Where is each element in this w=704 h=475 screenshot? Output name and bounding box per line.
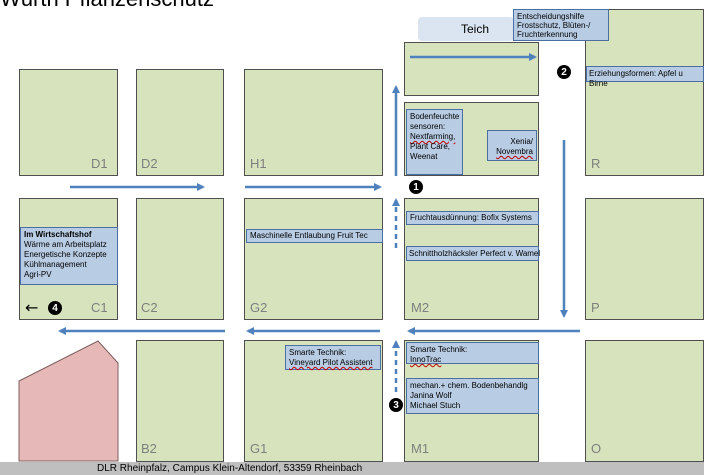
field-p[interactable]	[585, 198, 704, 320]
info-smarte-vineyard-line1: Smarte Technik:	[289, 348, 347, 357]
info-bodenfeuchte[interactable]: Bodenfeuchte sensoren: Nextfarming, Plan…	[406, 109, 463, 175]
info-bodenbehandlung[interactable]: mechan.+ chem. Bodenbehandlg Janina Wolf…	[406, 378, 539, 414]
info-smarte-innotrac-line1: Smarte Technik:	[410, 345, 468, 354]
field-label-p: P	[591, 300, 600, 315]
info-smarte-technik-innotrac[interactable]: Smarte Technik: InnoTrac	[406, 342, 539, 364]
info-smarte-vineyard-line2: Vineyard Pilot Assistent	[289, 358, 373, 367]
field-d2[interactable]	[136, 69, 224, 176]
field-label-r: R	[591, 156, 601, 171]
info-bodenbehandlung-line3: Michael Stuch	[410, 401, 461, 410]
info-bodenfeuchte-line3: Nextfarming,	[410, 132, 456, 141]
field-b2[interactable]	[136, 340, 224, 462]
field-label-m2: M2	[411, 300, 430, 315]
field-label-h1: H1	[250, 156, 267, 171]
info-bodenfeuchte-line1: Bodenfeuchte	[410, 112, 460, 121]
info-wirtschaftshof-line3: Energetische Konzepte	[24, 250, 107, 259]
info-smarte-innotrac-line2: InnoTrac	[410, 355, 442, 364]
info-wirtschaftshof-line2: Wärme am Arbeitsplatz	[24, 240, 107, 249]
info-smarte-technik-vineyard[interactable]: Smarte Technik: Vineyard Pilot Assistent	[285, 345, 381, 370]
field-label-g2: G2	[250, 300, 268, 315]
info-wirtschaftshof-line4: Kühlmanagement	[24, 260, 87, 269]
page-title: Würth Pflanzenschutz	[0, 0, 214, 12]
building-house	[18, 340, 119, 462]
info-schnittholzhaecksler[interactable]: Schnittholzhäcksler Perfect v. Wamel	[406, 246, 540, 261]
field-label-g1: G1	[250, 441, 268, 456]
info-fruchtausduennung[interactable]: Fruchtausdünnung: Bofix Systems	[406, 211, 539, 225]
field-label-b2: B2	[141, 441, 157, 456]
field-d1[interactable]	[19, 69, 118, 176]
station-marker-4[interactable]: 4	[48, 301, 62, 315]
info-xenia[interactable]: Xenia/ Novembra	[487, 130, 537, 161]
station-marker-2[interactable]: 2	[557, 65, 571, 79]
info-wirtschaftshof-line1: Im Wirtschaftshof	[24, 230, 92, 239]
exit-arrow-icon: ←	[25, 298, 39, 317]
info-entscheidungshilfe-line1: Entscheidungshilfe	[517, 12, 585, 21]
info-erziehungsformen[interactable]: Erziehungsformen: Apfel u Birne	[586, 66, 704, 88]
station-marker-1[interactable]: 1	[409, 180, 423, 194]
teich-label: Teich	[418, 17, 514, 41]
field-o[interactable]	[585, 340, 704, 462]
info-xenia-line1: Xenia/	[510, 137, 533, 146]
info-entscheidungshilfe[interactable]: Entscheidungshilfe Frostschutz, Blüten-/…	[513, 9, 609, 41]
info-entscheidungshilfe-line3: Fruchterkennung	[517, 30, 578, 39]
station-marker-3[interactable]: 3	[389, 398, 403, 412]
info-bodenbehandlung-line2: Janina Wolf	[410, 391, 452, 400]
info-bodenfeuchte-line4: Plant Care,	[410, 142, 451, 151]
info-maschinelle-entlaubung[interactable]: Maschinelle Entlaubung Fruit Tec	[246, 229, 383, 243]
field-c2[interactable]	[136, 198, 224, 320]
info-xenia-line2: Novembra	[496, 147, 533, 156]
field-label-o: O	[591, 441, 602, 456]
field-label-m1: M1	[411, 441, 430, 456]
field-label-d1: D1	[91, 156, 108, 171]
info-entscheidungshilfe-line2: Frostschutz, Blüten-/	[517, 21, 591, 30]
field-label-c1: C1	[91, 300, 108, 315]
info-wirtschaftshof[interactable]: Im Wirtschaftshof Wärme am Arbeitsplatz …	[20, 227, 118, 285]
field-g2[interactable]	[244, 198, 383, 320]
info-bodenbehandlung-line1: mechan.+ chem. Bodenbehandlg	[410, 381, 528, 390]
info-wirtschaftshof-line5: Agri-PV	[24, 270, 52, 279]
field-h1[interactable]	[244, 69, 383, 176]
info-bodenfeuchte-line2: sensoren:	[410, 122, 446, 131]
footer-address: DLR Rheinpfalz, Campus Klein-Altendorf, …	[0, 462, 704, 475]
info-bodenfeuchte-line5: Weenat	[410, 152, 438, 161]
field-teich-area[interactable]	[404, 42, 539, 96]
field-label-d2: D2	[141, 156, 158, 171]
field-label-c2: C2	[141, 300, 158, 315]
